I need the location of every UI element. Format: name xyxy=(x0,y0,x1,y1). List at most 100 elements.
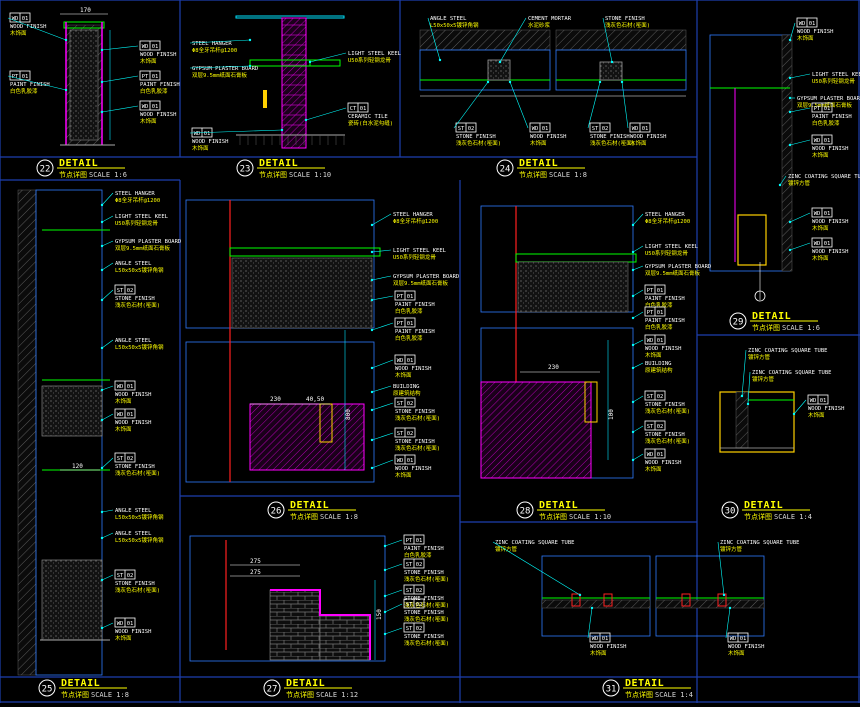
leader-line xyxy=(101,240,114,247)
material-code: WD xyxy=(592,636,599,642)
detail-scale: SCALE 1:10 xyxy=(289,171,331,179)
material-number: 01 xyxy=(657,338,664,344)
label-cn: 白色乳胶漆 xyxy=(140,87,168,95)
leader-dot xyxy=(788,110,792,114)
section-marker xyxy=(754,290,766,302)
material-code: ST xyxy=(406,602,413,608)
leader-dot xyxy=(610,60,614,64)
partition-wall xyxy=(281,17,307,149)
label-en: STONE FINISH xyxy=(404,610,444,616)
label-cn: 木饰面 xyxy=(630,139,647,147)
label-en: STONE FINISH xyxy=(395,409,435,415)
leader-dot xyxy=(100,298,104,302)
material-number: 01 xyxy=(407,358,414,364)
detail-outline xyxy=(709,34,791,272)
label-cn: 木饰面 xyxy=(645,465,662,473)
leader-line xyxy=(189,39,251,44)
leader-line xyxy=(747,371,751,405)
material-number: 01 xyxy=(416,538,423,544)
label-cn: 木饰面 xyxy=(140,117,157,125)
label-en: WOOD FINISH xyxy=(812,249,848,255)
leader-dot xyxy=(383,610,387,614)
material-number: 01 xyxy=(657,310,664,316)
label-en: ZINC COATING SQUARE TUBE xyxy=(495,540,574,546)
leader-line xyxy=(189,129,283,134)
detail-number-circle xyxy=(516,501,534,519)
leader-dot xyxy=(590,606,594,610)
leader-dot xyxy=(778,183,782,187)
panel-infill xyxy=(41,559,103,641)
leader-line xyxy=(101,262,114,271)
material-code: WD xyxy=(117,621,124,627)
leader-line xyxy=(789,212,811,223)
dimension-text: 275 xyxy=(250,569,261,576)
leader-line xyxy=(371,322,394,331)
label-cn: 双层9.5mm纸面石膏板 xyxy=(393,279,449,287)
label-en: GYPSUM PLASTER BOARD xyxy=(797,96,860,102)
material-number: 02 xyxy=(416,626,423,632)
leader-line xyxy=(101,289,114,301)
detail-scale: SCALE 1:4 xyxy=(655,691,693,699)
label-cn: 双层9.5mm纸面石膏板 xyxy=(115,244,171,252)
frame-head xyxy=(63,21,105,29)
label-en: GYPSUM PLASTER BOARD xyxy=(115,239,181,245)
detail-title-cn: 节点详图 xyxy=(259,170,287,179)
door-handle xyxy=(263,90,267,108)
label-en: STONE FINISH xyxy=(115,296,155,302)
label-en: STONE FINISH xyxy=(395,439,435,445)
label-en: LIGHT STEEL KEEL xyxy=(645,244,699,250)
leader-dot xyxy=(631,400,635,404)
detail-scale: SCALE 1:12 xyxy=(316,691,358,699)
leader-line xyxy=(101,457,114,469)
slab-left xyxy=(419,29,551,51)
label-cn: 木饰面 xyxy=(395,471,412,479)
material-code: PT xyxy=(142,74,149,80)
leader-line xyxy=(101,509,114,513)
label-cn: 浅灰色石材(哑面) xyxy=(115,301,160,309)
leader-dot xyxy=(631,316,635,320)
material-code: CT xyxy=(350,106,357,112)
detail-number: 27 xyxy=(267,685,278,695)
material-number: 01 xyxy=(820,398,827,404)
material-code: PT xyxy=(814,106,821,112)
leader-dot xyxy=(100,80,104,84)
label-cn: 双层9.5mm纸面石膏板 xyxy=(797,101,853,109)
label-cn: 浅灰色石材(哑面) xyxy=(404,639,449,647)
leader-line xyxy=(189,65,251,69)
label-en: PAINT FINISH xyxy=(10,82,50,88)
label-en: ZINC COATING SQUARE TUBE xyxy=(748,348,827,354)
material-code: WD xyxy=(632,126,639,132)
label-cn: 木饰面 xyxy=(10,29,27,37)
label-cn: 白色乳胶漆 xyxy=(645,323,673,331)
material-code: WD xyxy=(810,398,817,404)
detail-number: 30 xyxy=(725,507,736,517)
leader-line xyxy=(509,81,529,129)
material-number: 01 xyxy=(360,106,367,112)
material-code: ST xyxy=(406,588,413,594)
detail-highlight xyxy=(737,214,767,266)
panel-infill xyxy=(41,385,103,437)
detail-title-cn: 节点详图 xyxy=(286,690,314,699)
label-cn: 浅灰色石材(哑面) xyxy=(404,601,449,609)
leader-line xyxy=(101,574,114,581)
label-cn: 木饰面 xyxy=(115,634,132,642)
dimension-text: 230 xyxy=(548,364,559,371)
leader-dot xyxy=(383,568,387,572)
